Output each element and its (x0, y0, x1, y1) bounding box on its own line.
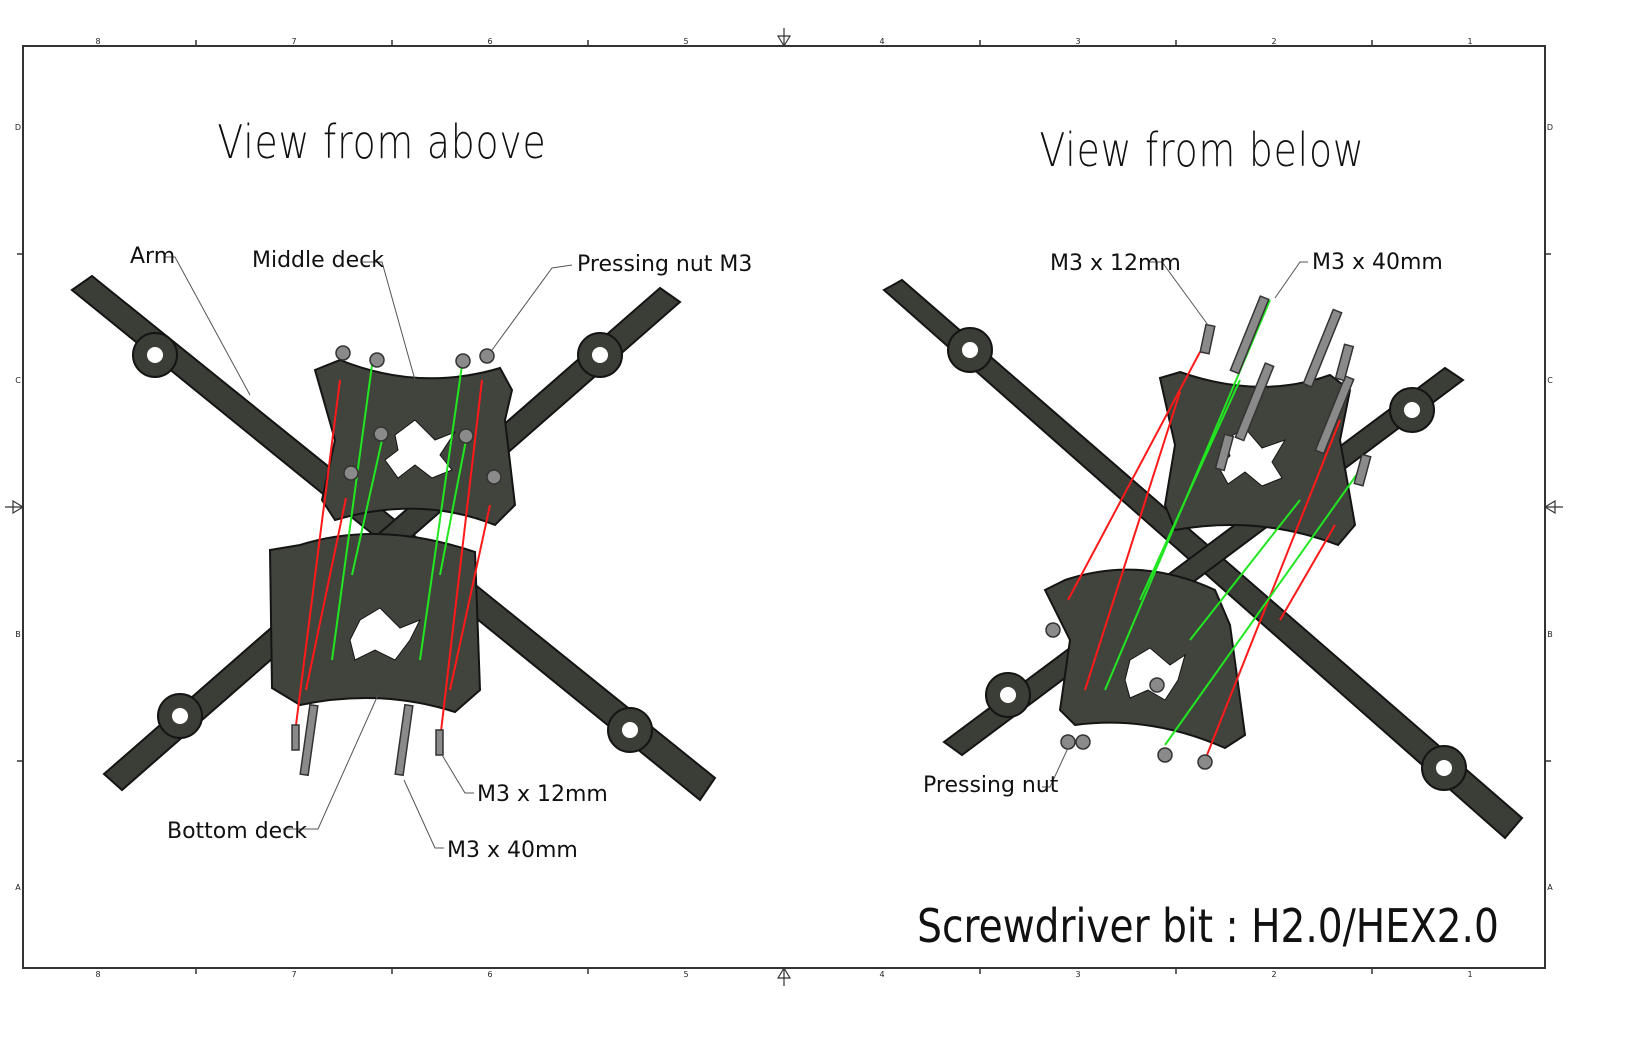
middle-deck-label: Middle deck (252, 248, 384, 273)
column-label: 7 (291, 970, 296, 979)
motor-hole (962, 342, 978, 358)
pressing-nut-label: Pressing nut M3 (577, 252, 752, 277)
pressing-nuts (1045, 622, 1213, 770)
row-label: A (1547, 883, 1553, 892)
motor-hole (147, 347, 163, 363)
arms (882, 278, 1524, 840)
screw-short-label: M3 x 12mm (1050, 251, 1181, 276)
column-label: 1 (1467, 37, 1472, 46)
column-label: 2 (1271, 970, 1276, 979)
callouts: Arm Middle deck Pressing nut M3 Bottom d… (130, 244, 752, 863)
row-label: B (1547, 630, 1553, 639)
arm-label: Arm (130, 244, 175, 269)
column-label: 5 (683, 37, 688, 46)
assembly-lines (295, 364, 491, 741)
column-label: 4 (879, 970, 884, 979)
column-label: 8 (95, 970, 100, 979)
column-label: 6 (487, 37, 492, 46)
row-label: D (1547, 123, 1553, 132)
pressing-nuts (335, 345, 502, 485)
deck-cutout (349, 607, 422, 661)
view-title: View from below (1039, 123, 1364, 177)
column-label: 8 (95, 37, 100, 46)
screwdriver-note: Screwdriver bit : H2.0/HEX2.0 (917, 900, 1499, 954)
row-label: D (15, 123, 21, 132)
row-label: A (15, 883, 21, 892)
column-label: 5 (683, 970, 688, 979)
view-from-below: View from below (882, 123, 1524, 840)
row-label: C (1547, 376, 1553, 385)
motor-hole (592, 347, 608, 363)
motor-hole (1404, 402, 1420, 418)
deck-cutout (1124, 647, 1186, 701)
column-label: 1 (1467, 970, 1472, 979)
view-from-above: View from above (70, 115, 752, 863)
column-label: 7 (291, 37, 296, 46)
deck-cutout (384, 419, 457, 479)
centering-marks (5, 28, 1563, 986)
screws (291, 703, 444, 777)
bottom-deck-label: Bottom deck (167, 819, 307, 844)
row-label: C (15, 376, 21, 385)
callouts: M3 x 12mm M3 x 40mm Pressing nut (923, 250, 1443, 798)
column-label: 3 (1075, 970, 1080, 979)
motor-hole (1436, 760, 1452, 776)
column-label: 6 (487, 970, 492, 979)
screws (1199, 295, 1372, 487)
screw-short-label: M3 x 12mm (477, 782, 608, 807)
motor-hole (622, 722, 638, 738)
screw-long-label: M3 x 40mm (1312, 250, 1443, 275)
column-label: 3 (1075, 37, 1080, 46)
view-title: View from above (217, 115, 546, 169)
sheet-frame: 8 7 6 5 4 3 2 1 8 7 6 5 4 3 2 1 D C B A … (5, 28, 1563, 986)
motor-hole (1000, 687, 1016, 703)
screw-long-label: M3 x 40mm (447, 838, 578, 863)
column-label: 2 (1271, 37, 1276, 46)
row-label: B (15, 630, 21, 639)
column-label: 4 (879, 37, 884, 46)
pressing-nut-label: Pressing nut (923, 773, 1059, 798)
motor-hole (172, 708, 188, 724)
